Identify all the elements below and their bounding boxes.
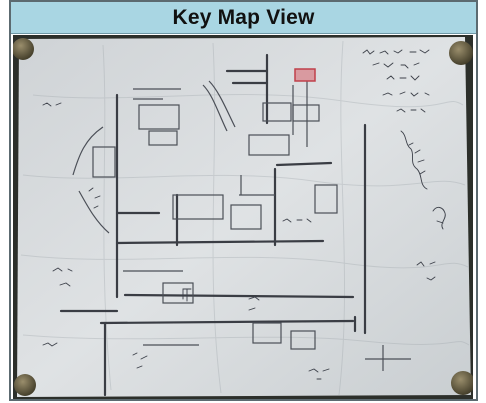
key-map-window: Key Map View [9,0,478,401]
handwritten-notes [42,49,446,380]
paper-sheet [17,37,471,397]
window-title: Key Map View [172,5,315,29]
map-photo [13,35,473,399]
pushpin-icons [13,38,473,396]
map-viewport[interactable] [13,35,473,399]
title-bar: Key Map View [11,2,476,34]
highlighted-room [294,68,316,82]
floor-plan-details [72,80,411,371]
